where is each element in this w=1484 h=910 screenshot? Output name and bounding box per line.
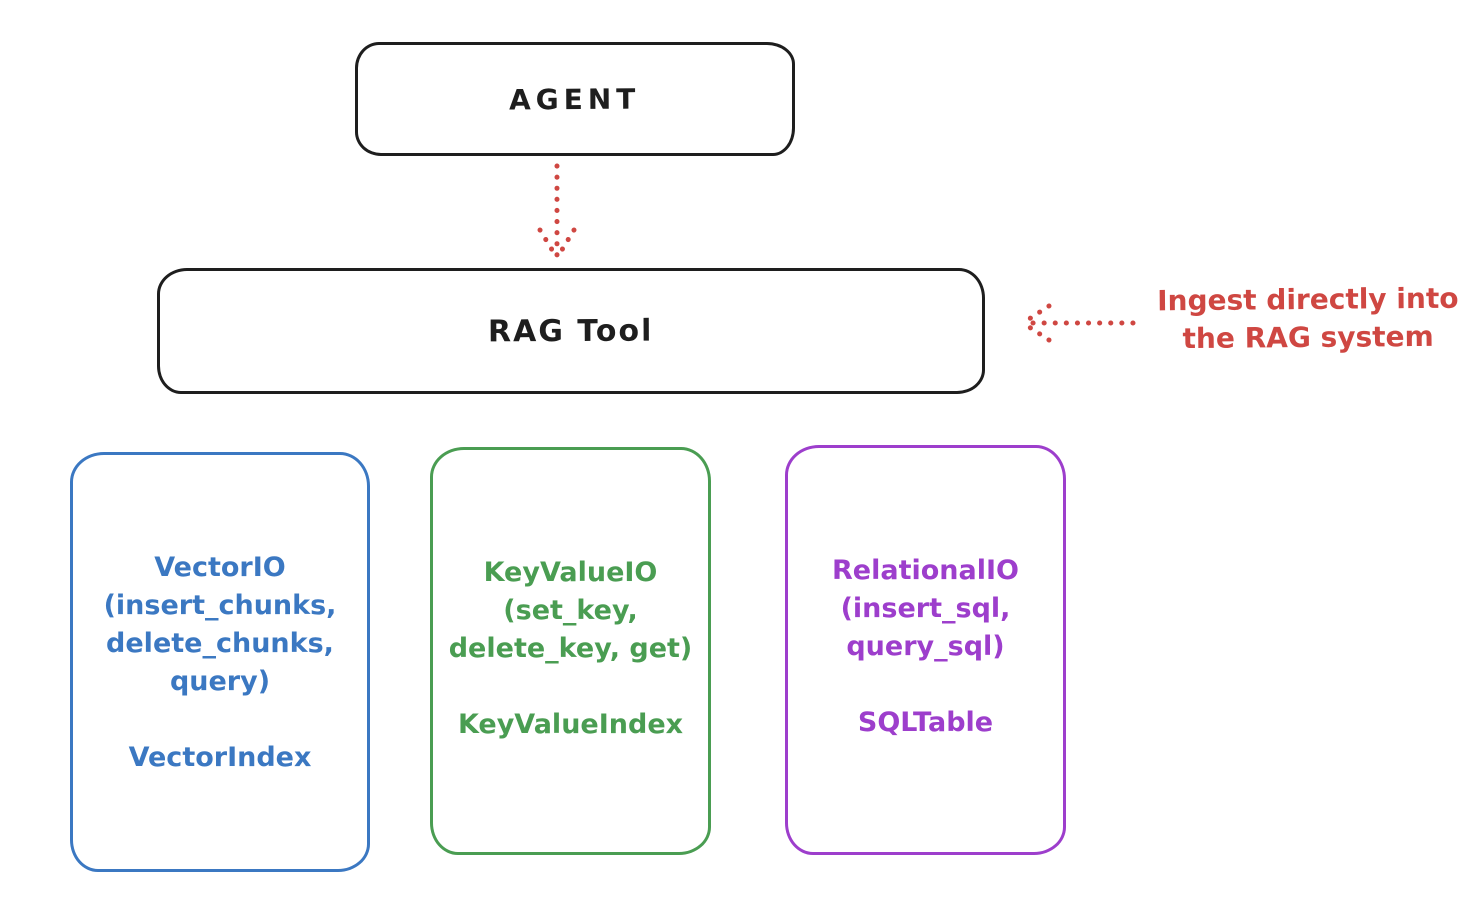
keyvalue-index-label: KeyValueIndex xyxy=(457,709,684,740)
relational-io-title: RelationalIO xyxy=(832,555,1019,586)
relational-io-node: RelationalIO (insert_sql, query_sql) SQL… xyxy=(785,445,1066,855)
ingest-annotation-line1: Ingest directly into xyxy=(1157,281,1459,318)
keyvalue-io-method-line: (set_key, xyxy=(503,595,638,626)
vector-io-node: VectorIO (insert_chunks, delete_chunks, … xyxy=(70,452,370,872)
rag-tool-label: RAG Tool xyxy=(488,313,654,349)
sql-table-label: SQLTable xyxy=(857,707,994,738)
rag-tool-node: RAG Tool xyxy=(157,268,985,394)
agent-label: AGENT xyxy=(509,82,641,116)
ingest-annotation: Ingest directly into the RAG system xyxy=(1138,280,1479,359)
keyvalue-io-method-line: delete_key, get) xyxy=(448,633,693,664)
agent-node: AGENT xyxy=(355,42,795,156)
arrow-annotation-to-ragtool xyxy=(1020,303,1136,343)
vector-io-method-line: (insert_chunks, xyxy=(103,590,337,621)
keyvalue-io-node: KeyValueIO (set_key, delete_key, get) Ke… xyxy=(430,447,711,855)
ingest-annotation-line2: the RAG system xyxy=(1182,319,1434,356)
vector-index-label: VectorIndex xyxy=(128,742,312,773)
vector-io-method-line: query) xyxy=(169,666,271,697)
keyvalue-io-title: KeyValueIO xyxy=(483,557,658,588)
relational-io-method-line: (insert_sql, xyxy=(840,593,1011,624)
vector-io-title: VectorIO xyxy=(154,552,286,583)
vector-io-method-line: delete_chunks, xyxy=(106,628,334,659)
relational-io-method-line: query_sql) xyxy=(846,631,1005,662)
arrow-agent-to-ragtool xyxy=(537,163,577,261)
